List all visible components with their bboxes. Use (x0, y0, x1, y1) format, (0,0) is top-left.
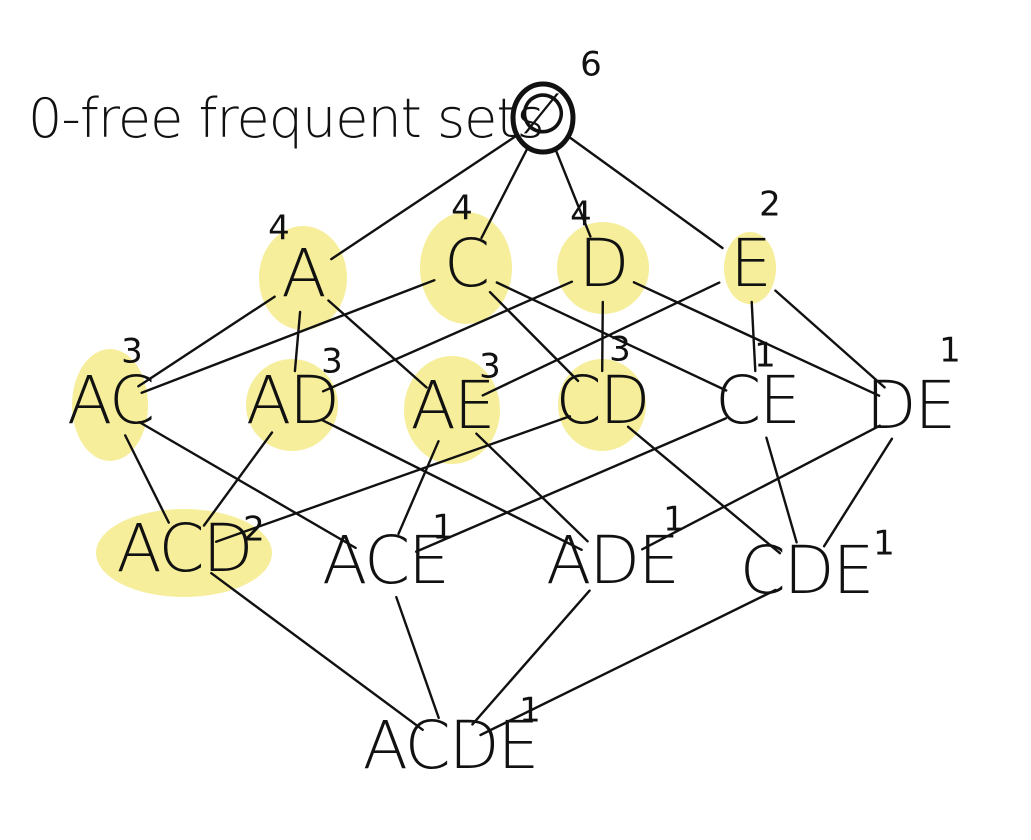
edge-CE-CDE (765, 436, 798, 544)
node-D: D4 (570, 195, 629, 303)
edge-ACD-ACDE (210, 572, 424, 731)
edge-C-CD (488, 290, 580, 383)
edge-empty-E (569, 136, 724, 250)
edge-CD-CDE (626, 425, 782, 555)
node-label-DE: DE (866, 367, 955, 444)
highlight-AE (404, 356, 500, 464)
node-label-CE: CE (715, 362, 799, 439)
edge-D-CD (601, 300, 604, 373)
edge-empty-A (330, 135, 516, 261)
node-label-ACE: ACE (322, 522, 448, 599)
node-empty: ∅6 (510, 45, 602, 155)
highlight-A (259, 226, 347, 330)
node-label-E: E (730, 225, 770, 302)
highlight-AD (246, 359, 338, 451)
node-count-DE: 1 (939, 331, 961, 371)
node-DE: DE1 (866, 331, 961, 445)
edge-CDE-ACDE (479, 588, 777, 737)
node-count-AD: 3 (321, 342, 343, 382)
node-E: E2 (730, 185, 781, 303)
edge-E-CE (750, 300, 757, 373)
node-count-D: 4 (570, 195, 592, 235)
diagram-title: 0-free frequent sets (28, 87, 544, 150)
node-count-CD: 3 (609, 330, 631, 370)
node-label-ACDE: ACDE (363, 707, 538, 784)
node-count-CDE: 1 (873, 524, 895, 564)
node-label-ADE: ADE (546, 522, 678, 599)
edge-E-DE (774, 289, 886, 389)
edge-AD-ACD (202, 431, 274, 527)
edge-A-AC (137, 295, 276, 388)
node-A: A4 (268, 209, 326, 313)
node-label-empty: ∅ (519, 82, 568, 147)
highlight-D (557, 222, 649, 314)
node-AD: AD3 (246, 342, 343, 440)
edge-CD-ACD (214, 415, 572, 543)
node-count-ACE: 1 (432, 508, 454, 548)
edge-C-CE (495, 281, 728, 392)
node-label-CD: CD (556, 362, 649, 439)
edge-C-AC (140, 279, 436, 394)
node-count-ACD: 2 (243, 510, 265, 550)
highlight-layer (72, 212, 776, 597)
edge-AE-ADE (475, 432, 589, 543)
node-count-A: 4 (268, 209, 290, 249)
node-label-AD: AD (246, 362, 338, 439)
node-CE: CE1 (715, 336, 801, 440)
edge-CE-ACE (415, 417, 727, 553)
node-label-AC: AC (67, 362, 153, 439)
edge-DE-CDE (822, 437, 894, 548)
edge-D-AD (321, 280, 574, 393)
highlight-AC (72, 349, 148, 461)
node-label-CDE: CDE (740, 532, 873, 609)
node-AC: AC3 (67, 332, 155, 440)
node-count-AC: 3 (121, 332, 143, 372)
node-label-D: D (579, 225, 628, 302)
edge-DE-ADE (641, 424, 881, 551)
node-C: C4 (444, 189, 490, 303)
empty-set-ring (510, 81, 576, 155)
node-count-empty: 6 (580, 45, 602, 85)
node-count-C: 4 (451, 189, 473, 229)
node-count-AE: 3 (479, 347, 501, 387)
highlight-CD (558, 359, 646, 451)
edge-AE-ACE (397, 440, 440, 535)
edge-empty-D (554, 148, 592, 238)
node-label-AE: AE (411, 367, 494, 444)
node-CD: CD3 (556, 330, 651, 440)
edge-layer (123, 135, 894, 737)
edge-ADE-ACDE (471, 589, 591, 726)
edge-A-AD (293, 310, 302, 373)
node-count-CE: 1 (754, 336, 776, 376)
edge-AC-ACD (123, 434, 171, 524)
edge-ACE-ACDE (395, 595, 440, 720)
edge-empty-C (480, 146, 529, 240)
edge-E-AE (481, 281, 721, 397)
node-label-C: C (444, 225, 488, 302)
node-label-A: A (281, 235, 324, 312)
highlight-E (724, 232, 776, 304)
edge-D-DE (632, 281, 881, 397)
highlight-ACD (96, 509, 272, 597)
node-count-E: 2 (759, 185, 781, 225)
highlight-C (420, 212, 512, 324)
node-count-ACDE: 1 (519, 691, 541, 731)
node-count-ADE: 1 (663, 500, 685, 540)
node-label-ACD: ACD (117, 510, 252, 587)
edge-AD-ADE (321, 419, 583, 551)
edge-AC-ACE (138, 420, 357, 550)
node-AE: AE3 (411, 347, 501, 445)
